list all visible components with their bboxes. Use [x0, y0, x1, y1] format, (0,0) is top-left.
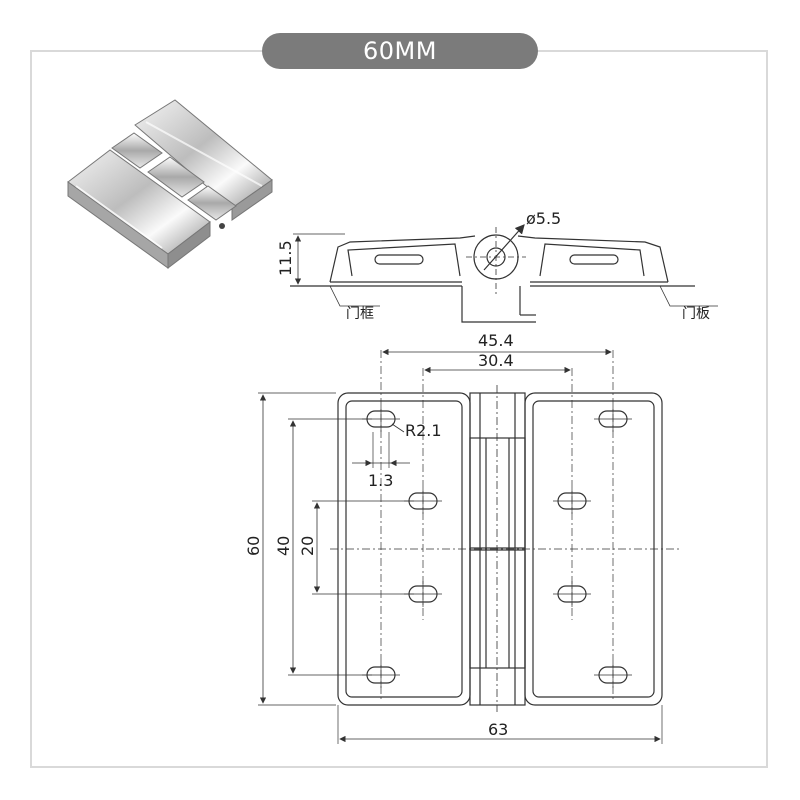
dim-20: 20 [298, 536, 317, 556]
hinge-photo [67, 99, 273, 270]
dim-60: 60 [244, 536, 263, 556]
dim-1-3: 1.3 [368, 471, 393, 490]
dim-45-4: 45.4 [478, 331, 514, 350]
diameter-label: ø5.5 [526, 209, 561, 228]
dim-r2-1: R2.1 [405, 421, 442, 440]
size-title-badge: 60MM [262, 33, 538, 69]
dim-63: 63 [488, 720, 508, 739]
side-height-label: 11.5 [276, 240, 295, 276]
top-view [258, 348, 680, 744]
dim-30-4: 30.4 [478, 351, 514, 370]
door-panel-label: 门板 [682, 306, 710, 322]
dim-40: 40 [274, 536, 293, 556]
side-view [290, 224, 718, 323]
door-frame-label: 门框 [346, 306, 374, 322]
